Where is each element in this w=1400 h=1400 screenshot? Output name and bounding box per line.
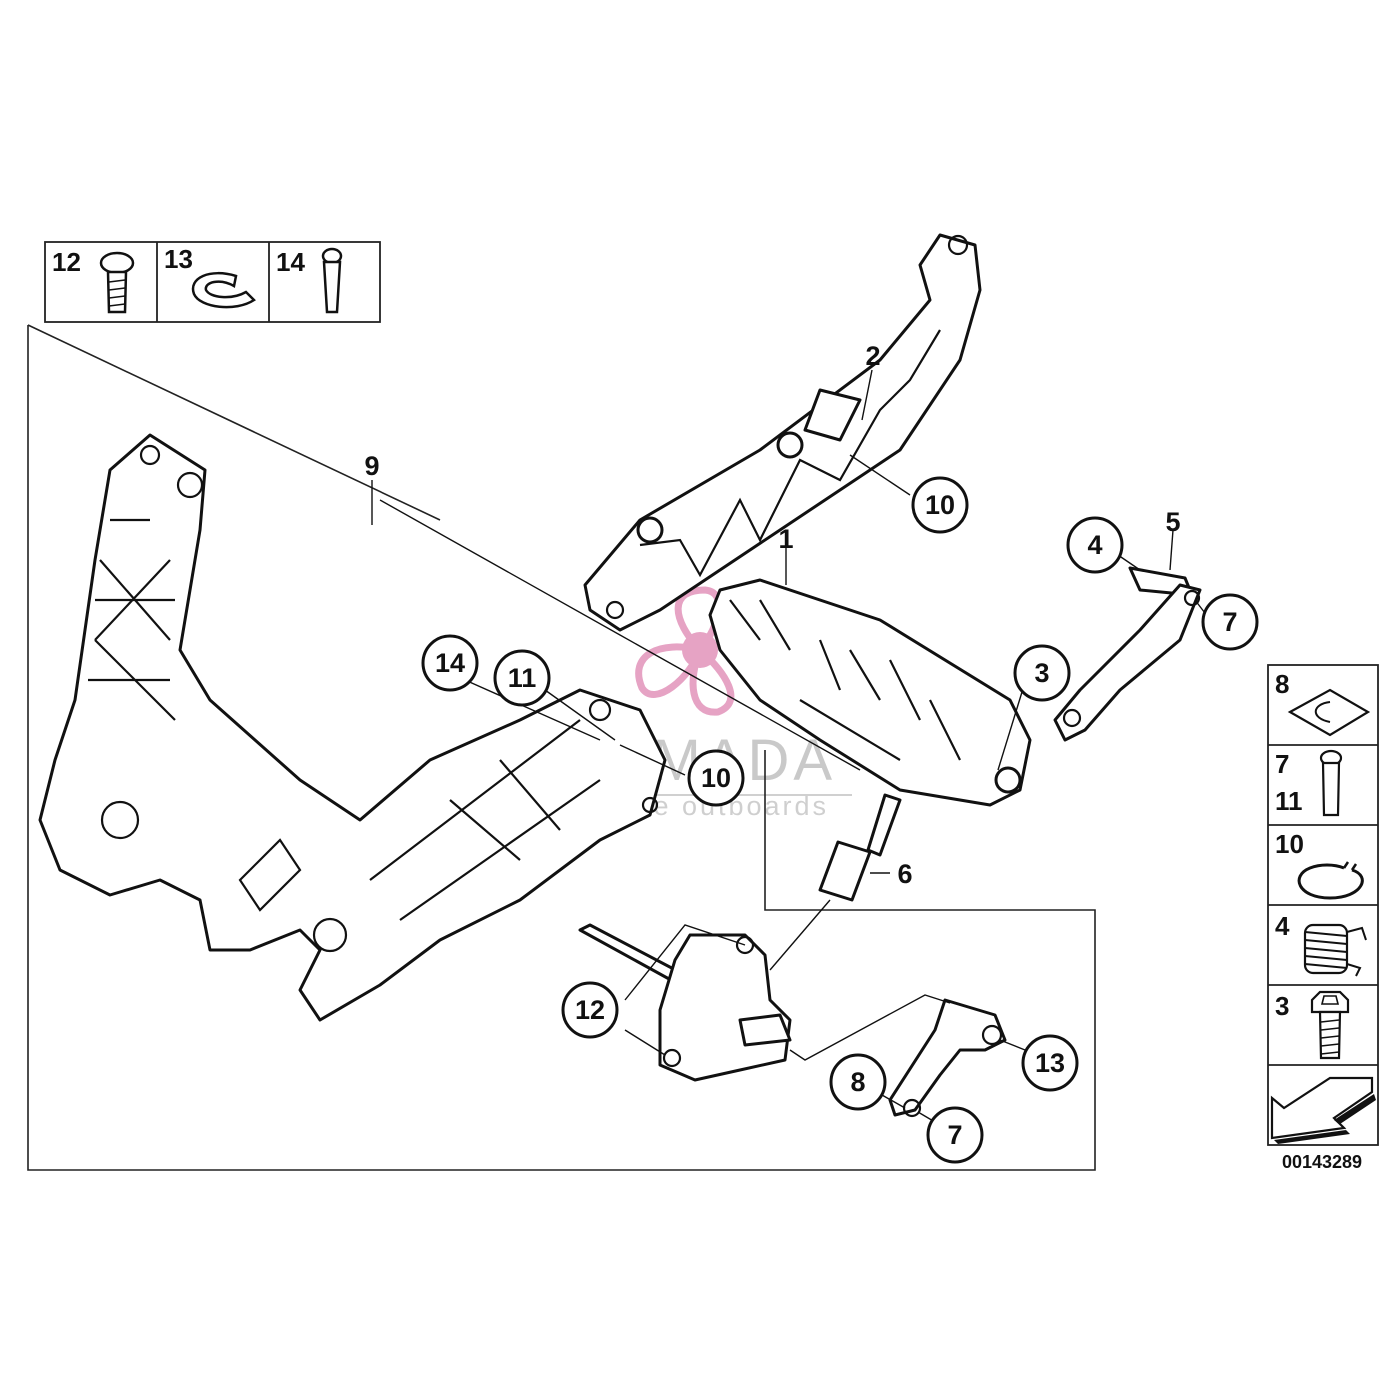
callout-13-text: 13 [1035, 1048, 1065, 1078]
c-clip-icon [191, 271, 256, 309]
label-part-6: 6 [897, 859, 912, 889]
top-legend-label-14: 14 [276, 247, 305, 277]
lower-motor-unit [578, 923, 792, 1082]
callout-3: 3 [1013, 644, 1071, 702]
top-legend-label-13: 13 [164, 244, 193, 274]
spring-icon [1303, 923, 1367, 977]
side-legend-label-11: 11 [1275, 786, 1303, 816]
side-legend-label-8: 8 [1275, 669, 1289, 699]
clip-plate-icon [1287, 688, 1371, 737]
callout-8-text: 8 [850, 1067, 865, 1097]
callout-13: 13 [1021, 1034, 1079, 1092]
top-legend-label-12: 12 [52, 247, 81, 277]
side-legend-label-7: 7 [1275, 749, 1289, 779]
callout-11-text: 11 [508, 663, 537, 693]
bolt-icon [1319, 749, 1343, 817]
callout-11: 11 [493, 649, 551, 707]
callout-7-lower-text: 7 [947, 1120, 962, 1150]
callout-7-upper-text: 7 [1222, 607, 1237, 637]
callout-4-text: 4 [1087, 530, 1102, 560]
circlip-icon [1297, 861, 1364, 900]
part-5-lever [1053, 566, 1202, 742]
part-9-main-bracket [38, 433, 667, 1022]
part-1-actuator-housing [708, 578, 1032, 807]
callout-10-upper-text: 10 [925, 490, 955, 520]
label-part-9: 9 [364, 451, 379, 481]
callout-8: 8 [829, 1053, 887, 1111]
callout-14-text: 14 [435, 648, 465, 678]
arrow-icon [1270, 1076, 1376, 1144]
propeller-hub [682, 632, 718, 668]
diagram-id: 00143289 [1282, 1152, 1362, 1172]
label-part-5: 5 [1165, 507, 1180, 537]
callout-4: 4 [1066, 516, 1124, 574]
side-legend-label-4: 4 [1275, 911, 1290, 941]
callout-10-lower-text: 10 [701, 763, 731, 793]
pin-icon [321, 247, 343, 314]
side-legend-table: 8 7 11 10 4 3 [1267, 664, 1379, 1146]
side-legend-label-3: 3 [1275, 991, 1289, 1021]
callout-7-upper: 7 [1201, 593, 1259, 651]
callout-3-text: 3 [1034, 658, 1049, 688]
label-part-1: 1 [778, 524, 793, 554]
callout-10-upper: 10 [911, 476, 969, 534]
callout-12-text: 12 [575, 995, 605, 1025]
callout-12: 12 [561, 981, 619, 1039]
callout-10-lower: 10 [687, 749, 745, 807]
side-legend-label-10: 10 [1275, 829, 1304, 859]
callout-7-lower: 7 [926, 1106, 984, 1164]
part-8-link-arm [888, 998, 1007, 1118]
part-2-support-arm [583, 233, 982, 632]
label-part-2: 2 [865, 341, 880, 371]
callout-14: 14 [421, 634, 479, 692]
top-legend-table: 12 13 14 [44, 241, 381, 323]
part-6-pushrod [818, 793, 902, 902]
hex-screw-icon [1310, 990, 1350, 1060]
screw-icon [99, 251, 135, 314]
